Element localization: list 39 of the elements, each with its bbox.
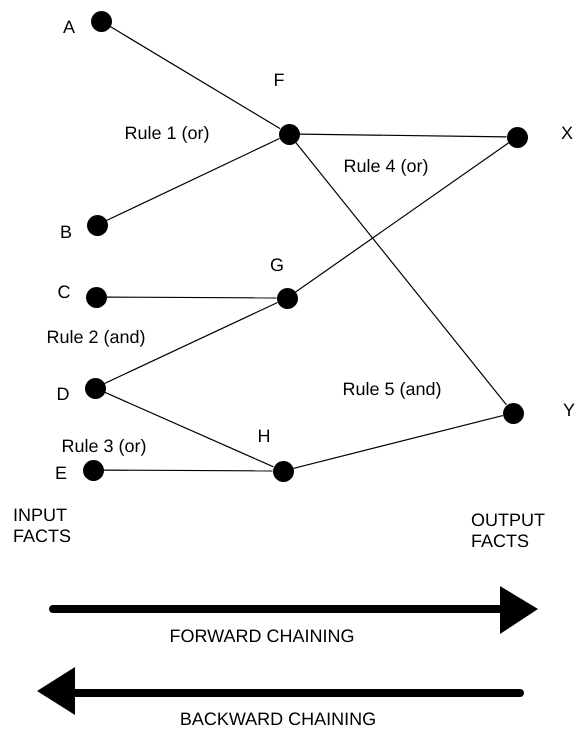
connector-line (104, 470, 272, 472)
column-label: OUTPUT FACTS (471, 510, 546, 552)
node-letter: D (56, 385, 70, 405)
node-letter: Y (563, 401, 575, 421)
connector-line (104, 302, 278, 384)
arrow-caption: FORWARD CHAINING (170, 627, 354, 647)
connector-line (106, 138, 280, 222)
node-letter: X (561, 124, 573, 144)
rule-label: Rule 3 (or) (61, 437, 147, 457)
rule-label: Rule 4 (or) (343, 157, 429, 177)
rule-label: Rule 2 (and) (46, 328, 146, 348)
node-letter: C (58, 283, 70, 303)
rule-label: Rule 5 (and) (342, 380, 442, 400)
node-dot (86, 286, 106, 308)
connector-line (106, 296, 276, 298)
node-dot (506, 126, 528, 148)
connector-line (104, 392, 274, 468)
connector-line (110, 26, 280, 130)
node-dot (502, 402, 524, 424)
node-dot (276, 288, 298, 308)
connector-line (293, 415, 503, 469)
connector-line (295, 142, 509, 292)
node-letter: G (270, 256, 284, 276)
node-letter: H (258, 427, 270, 447)
node-dot (86, 214, 108, 236)
node-letter: A (63, 18, 75, 38)
arrow-caption: BACKWARD CHAINING (180, 710, 376, 730)
connector-line (295, 142, 507, 406)
node-letter: E (55, 464, 67, 484)
node-dot (272, 460, 294, 482)
node-dot (90, 10, 112, 32)
node-letter: B (60, 223, 72, 243)
node-dot (84, 378, 106, 398)
connector-line (300, 134, 506, 138)
node-letter: F (274, 71, 284, 91)
rule-label: Rule 1 (or) (124, 124, 210, 144)
node-dot (82, 460, 104, 480)
column-label: INPUT FACTS (13, 505, 72, 546)
node-dot (278, 124, 300, 144)
